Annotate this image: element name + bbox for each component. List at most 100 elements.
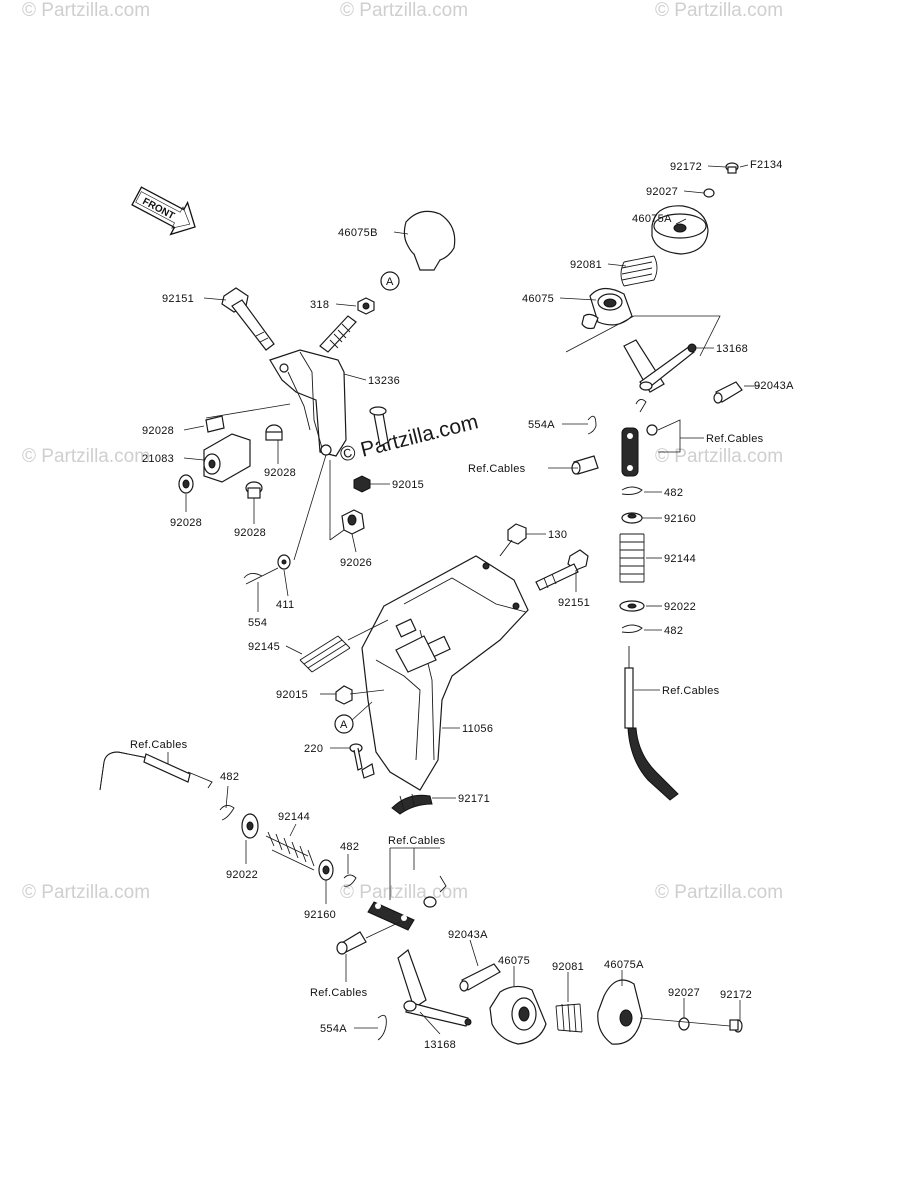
label-46075A: 46075A: [604, 959, 644, 971]
label-554: 554: [248, 617, 267, 629]
label-92043A: 92043A: [448, 929, 488, 941]
pin-ref-cables-bot: [336, 931, 367, 955]
label-92026: 92026: [340, 557, 372, 569]
label-92027: 92027: [646, 186, 678, 198]
cable-link-top: [621, 399, 658, 477]
label-92015: 92015: [276, 689, 308, 701]
label-92145: 92145: [248, 641, 280, 653]
label-92172: 92172: [720, 989, 752, 1001]
label-554A: 554A: [528, 419, 555, 431]
ref-a-text-mid: A: [340, 719, 348, 731]
collar-92160-bot: [318, 859, 334, 881]
circlip-482-c: [219, 805, 235, 821]
label-92081: 92081: [570, 259, 602, 271]
label-92027: 92027: [668, 987, 700, 999]
ref-a-marker-top: [380, 271, 400, 291]
bracket-assembly-11056: A: [299, 523, 589, 815]
label-92144: 92144: [664, 553, 696, 565]
label-92172: 92172: [670, 161, 702, 173]
label-482: 482: [340, 841, 359, 853]
part-labels: 92172 F2134 92027 46075A 92081 46075 131…: [130, 159, 794, 1051]
watermark: © Partzilla.com: [22, 882, 150, 903]
cable-end-top: [624, 646, 679, 801]
label-92028: 92028: [264, 467, 296, 479]
label-46075A: 46075A: [632, 213, 672, 225]
label-92028: 92028: [170, 517, 202, 529]
lever-13168-top: [623, 339, 697, 393]
label-92022: 92022: [226, 869, 258, 881]
label-92171: 92171: [458, 793, 490, 805]
label-F2134: F2134: [750, 159, 783, 171]
pin-ref-cables-top: [571, 455, 599, 475]
cap-46075A-top: [651, 205, 709, 255]
label-130: 130: [548, 529, 567, 541]
bracket-21083: [203, 433, 251, 483]
leader-lines: [167, 164, 760, 1035]
clip-554A-top: [587, 415, 597, 435]
upper-right-assembly: [565, 162, 743, 801]
spring-92145: [299, 635, 351, 673]
watermark: © Partzilla.com: [655, 882, 783, 903]
lever-13168-bot: [397, 949, 472, 1027]
label-92015: 92015: [392, 479, 424, 491]
knob-46075B: [403, 210, 456, 271]
watermark: © Partzilla.com: [655, 0, 783, 21]
nut-318: [357, 297, 375, 315]
watermark: © Partzilla.com: [655, 446, 783, 467]
label-ref-cables: Ref.Cables: [310, 987, 368, 999]
bushing-92028-a: [205, 415, 225, 433]
center-watermark: © Partzilla.com: [338, 410, 481, 467]
label-92160: 92160: [664, 513, 696, 525]
pin-92043A-bot: [459, 963, 501, 992]
spacer-92026: [341, 509, 365, 535]
ref-a-text-top: A: [386, 276, 394, 288]
nut-92015-a: [353, 475, 371, 493]
screw-220: [349, 743, 363, 771]
watermark: © Partzilla.com: [22, 446, 150, 467]
knob-46075-top: [581, 287, 633, 330]
lever-13236: [269, 349, 347, 457]
label-46075B: 46075B: [338, 227, 378, 239]
collar-92027-top: [703, 188, 715, 198]
label-482: 482: [664, 487, 683, 499]
watermark: © Partzilla.com: [340, 0, 468, 21]
label-220: 220: [304, 743, 323, 755]
bolt-92151-left: [221, 287, 275, 351]
collar-92160-top: [621, 512, 643, 524]
screw-92172-bot: [729, 1019, 743, 1033]
nut-92015-b: [335, 685, 353, 705]
label-ref-cables: Ref.Cables: [388, 835, 446, 847]
watermark: © Partzilla.com: [340, 882, 468, 903]
cotter-pin-554: [243, 567, 279, 585]
label-46075: 46075: [522, 293, 554, 305]
pin-92043A-top: [713, 381, 743, 404]
label-ref-cables: Ref.Cables: [706, 433, 764, 445]
shift-lever-assembly: A: [178, 210, 456, 585]
spring-92081-top: [620, 255, 658, 287]
washer-411: [277, 554, 291, 570]
label-13236: 13236: [368, 375, 400, 387]
label-ref-cables: Ref.Cables: [662, 685, 720, 697]
label-21083: 21083: [142, 453, 174, 465]
screw-92172-top: [725, 162, 739, 174]
spring-92144-top: [619, 533, 645, 583]
label-554A: 554A: [320, 1023, 347, 1035]
label-ref-cables: Ref.Cables: [130, 739, 188, 751]
label-92151: 92151: [558, 597, 590, 609]
label-92028: 92028: [234, 527, 266, 539]
washer-92022-bot: [241, 813, 259, 839]
cable-link-bot: [367, 875, 447, 931]
threaded-shaft: [319, 315, 357, 353]
label-13168: 13168: [716, 343, 748, 355]
lower-assembly: [99, 751, 743, 1045]
label-92151: 92151: [162, 293, 194, 305]
label-ref-cables: Ref.Cables: [468, 463, 526, 475]
center-watermark-text: © Partzilla.com: [338, 410, 481, 467]
circlip-482-a: [621, 486, 643, 495]
label-92081: 92081: [552, 961, 584, 973]
label-92043A: 92043A: [754, 380, 794, 392]
pivot-pin: [369, 406, 389, 447]
cap-46075A-bot: [597, 979, 643, 1045]
collar-92027-bot: [678, 1017, 690, 1031]
